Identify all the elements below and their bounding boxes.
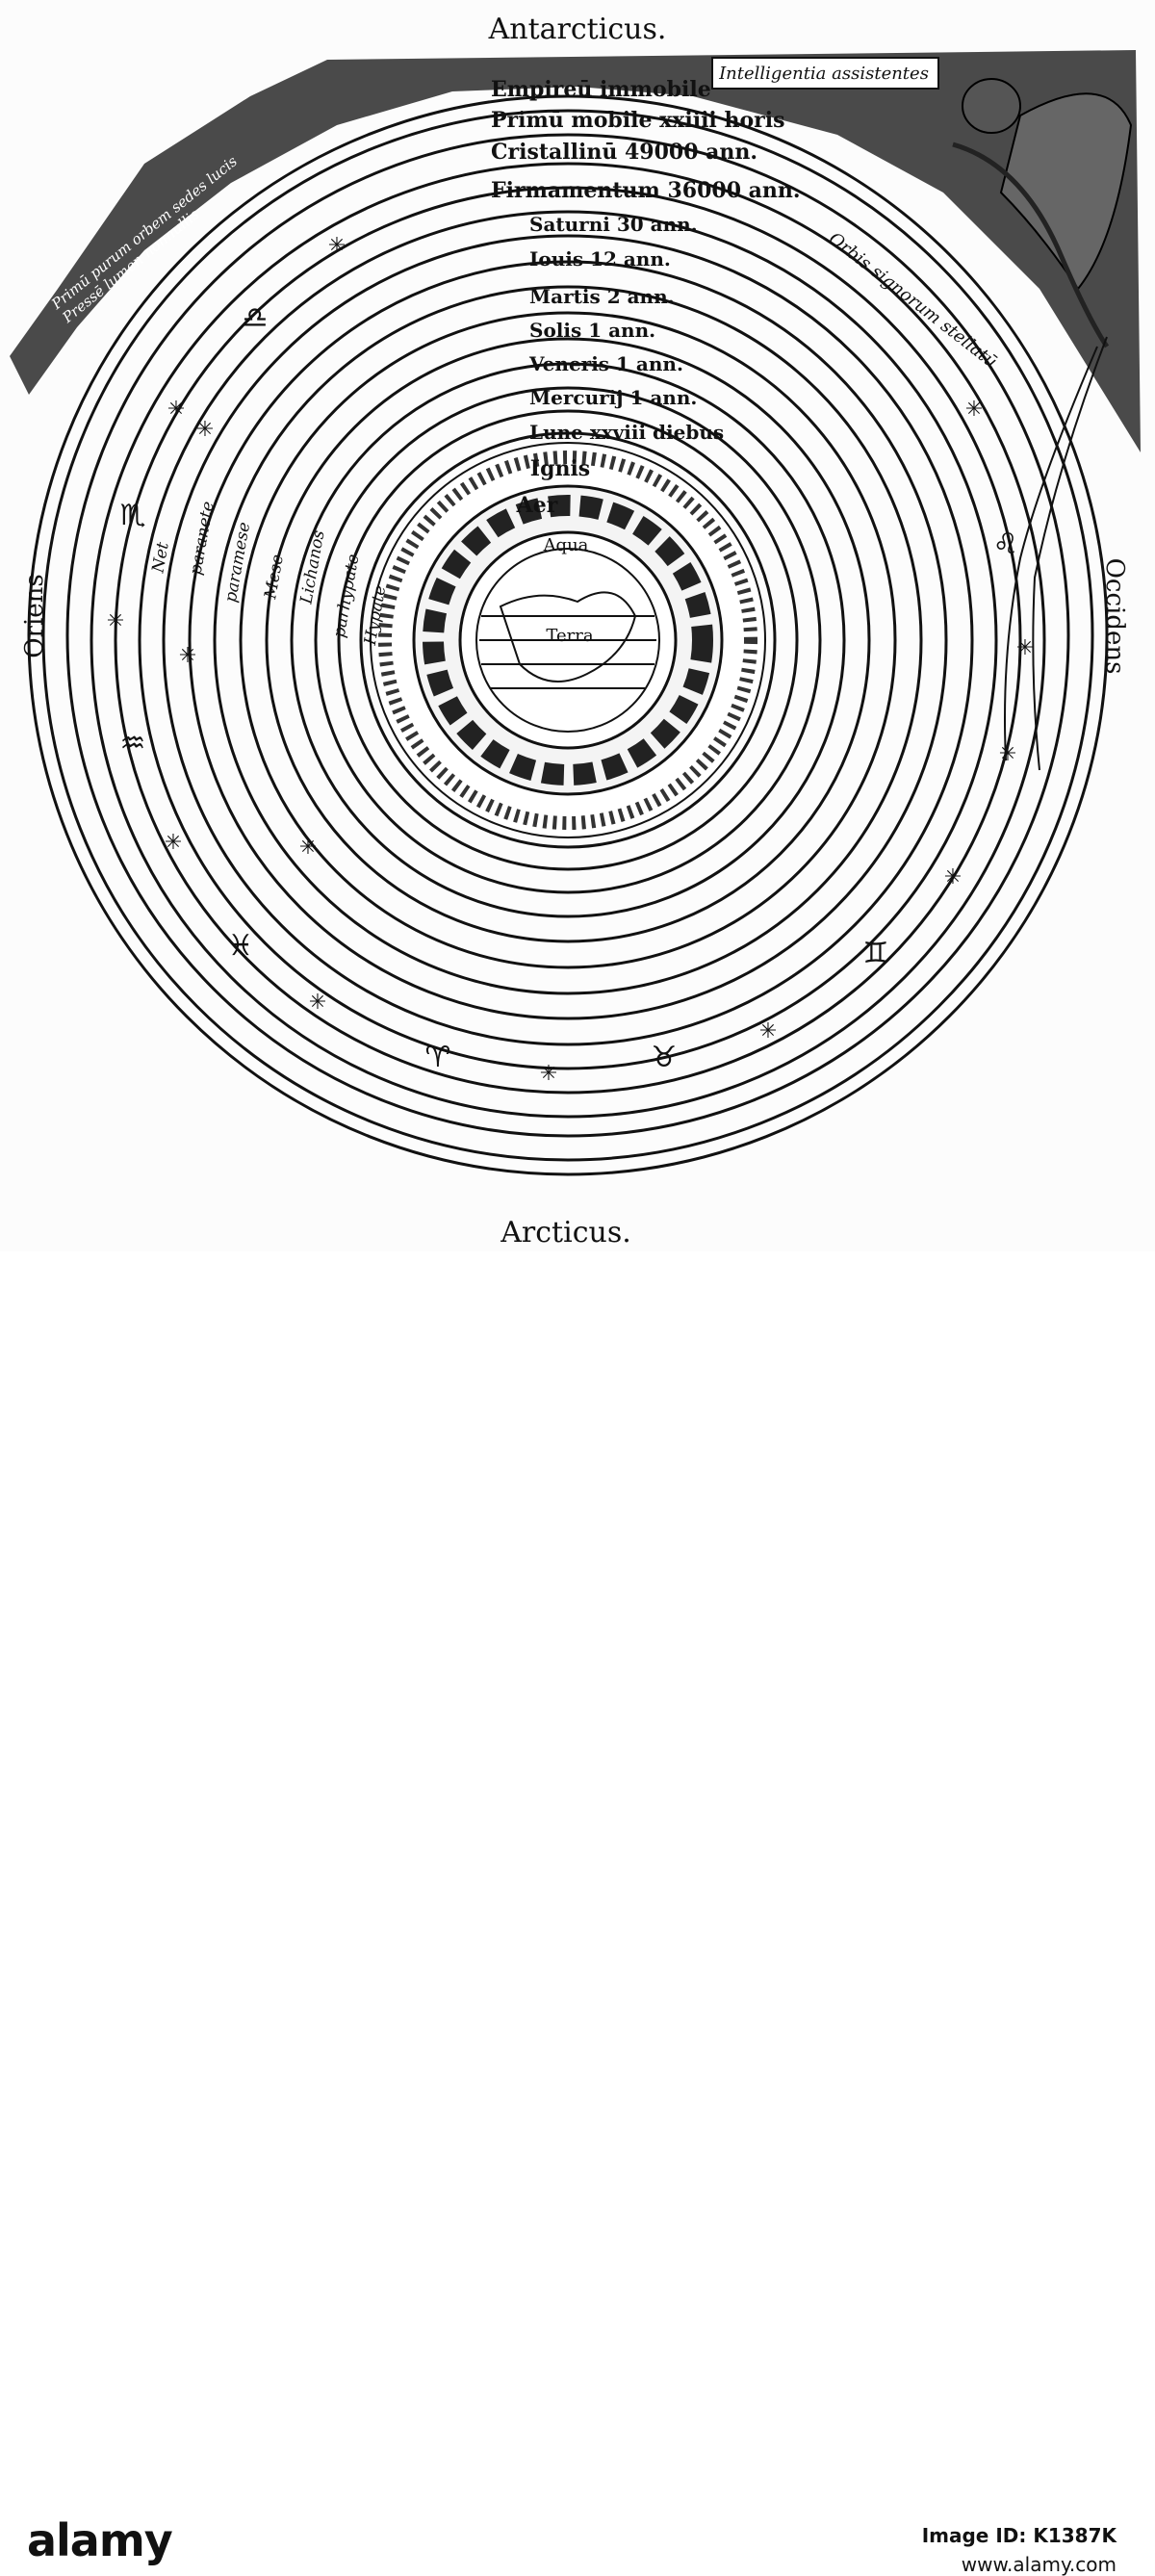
sphere-label: Lune xxviii diebus bbox=[529, 421, 724, 444]
star-icon: ✳ bbox=[107, 609, 124, 633]
star-icon: ✳ bbox=[196, 418, 214, 442]
music-note-label: Mese bbox=[261, 554, 288, 602]
corner-label-box bbox=[711, 57, 939, 90]
label-right: Occidens bbox=[1100, 558, 1129, 675]
sphere-label: Saturni 30 ann. bbox=[529, 213, 698, 236]
sphere-label: Solis 1 ann. bbox=[529, 319, 655, 342]
star-icon: ✳ bbox=[165, 831, 182, 855]
brand-logo[interactable]: alamy bbox=[27, 2514, 173, 2566]
sphere-label: Martis 2 ann. bbox=[529, 285, 675, 308]
star-icon: ✳ bbox=[944, 865, 962, 889]
star-icon: ✳ bbox=[540, 1062, 557, 1086]
star-icon: ✳ bbox=[759, 1019, 777, 1043]
label-left: Oriens bbox=[20, 574, 49, 658]
label-bottom: Arcticus. bbox=[500, 1216, 631, 1249]
zodiac-glyph-icon: ♏ bbox=[120, 499, 146, 532]
zodiac-glyph-icon: ♉ bbox=[652, 1041, 678, 1074]
label-top: Antarcticus. bbox=[488, 13, 667, 46]
element-air-label: Aer bbox=[516, 493, 558, 518]
star-icon: ✳ bbox=[167, 398, 185, 422]
geocentric-diagram: Intelligentia assistentes Primū purum or… bbox=[10, 13, 1141, 1249]
sphere-label: Cristallinū 49000 ann. bbox=[491, 140, 757, 165]
image-id: Image ID: K1387K bbox=[921, 2524, 1116, 2547]
orbit-ring bbox=[290, 362, 846, 918]
orbit-ring bbox=[188, 260, 948, 1020]
site-url[interactable]: www.alamy.com bbox=[961, 2553, 1116, 2576]
sphere-label: Iouis 12 ann. bbox=[529, 247, 671, 270]
zodiac-stars: ✳ ✳ ✳ ✳ ✳ ✳ ✳ ✳ ✳ ✳ ✳ ✳ ✳ ✳ ♎ ♏ ♒ ♓ ♈ ♉ ♊ ♌ bbox=[107, 234, 1034, 1086]
orbit-ring bbox=[65, 133, 1070, 1138]
orbit-ring bbox=[114, 186, 1022, 1095]
sphere-label: Empireū immobile bbox=[491, 77, 711, 102]
sphere-label: Veneris 1 ann. bbox=[528, 352, 683, 375]
star-icon: ✳ bbox=[999, 742, 1016, 766]
element-fire-label: Ignis bbox=[530, 456, 590, 481]
zodiac-glyph-icon: ♓ bbox=[228, 929, 254, 963]
star-icon: ✳ bbox=[328, 234, 346, 258]
zodiac-glyph-icon: ♒ bbox=[120, 727, 146, 760]
music-note-label: parhypate bbox=[330, 553, 364, 639]
star-icon: ✳ bbox=[179, 644, 196, 668]
orbit-ring bbox=[359, 431, 777, 849]
element-earth-label: Terra bbox=[546, 626, 593, 646]
orbit-ring bbox=[314, 386, 822, 894]
angel-figure bbox=[952, 78, 1133, 348]
sphere-label: Firmamentum 36000 ann. bbox=[491, 178, 801, 203]
zodiac-glyph-icon: ♈ bbox=[425, 1041, 451, 1074]
orbit-ring bbox=[213, 285, 923, 995]
star-icon: ✳ bbox=[1016, 636, 1034, 660]
sphere-label: Mercurij 1 ann. bbox=[529, 386, 697, 409]
music-note-label: paranete bbox=[187, 500, 218, 576]
corner-label: Intelligentia assistentes bbox=[718, 64, 929, 84]
elemental-spheres bbox=[370, 442, 766, 838]
star-icon: ✳ bbox=[309, 991, 326, 1015]
zodiac-glyph-icon: ♊ bbox=[863, 937, 889, 970]
element-water-label: Aqua bbox=[543, 535, 589, 555]
orbit-ring bbox=[265, 337, 871, 943]
orbit-ring bbox=[162, 234, 974, 1046]
orbit-ring bbox=[41, 109, 1094, 1162]
orbit-rings bbox=[27, 94, 1109, 1176]
orbit-ring bbox=[90, 162, 1046, 1119]
orbit-ring bbox=[138, 210, 998, 1070]
star-icon: ✳ bbox=[965, 398, 983, 422]
zodiac-glyph-icon: ♌ bbox=[993, 528, 1019, 561]
pen-scribble bbox=[1004, 336, 1108, 771]
star-icon: ✳ bbox=[299, 836, 317, 860]
orbit-ring bbox=[239, 311, 897, 969]
orbit-ring bbox=[27, 94, 1109, 1176]
orbit-ring bbox=[337, 409, 799, 871]
footer-bar: alamy Image ID: K1387K www.alamy.com bbox=[0, 1251, 1155, 2576]
woodcut-illustration: Intelligentia assistentes Primū purum or… bbox=[0, 0, 1155, 1251]
zodiac-glyph-icon: ♎ bbox=[243, 301, 269, 335]
corner-band bbox=[10, 50, 1141, 452]
sphere-label: Primū mobile xxiiii horis bbox=[491, 108, 784, 133]
